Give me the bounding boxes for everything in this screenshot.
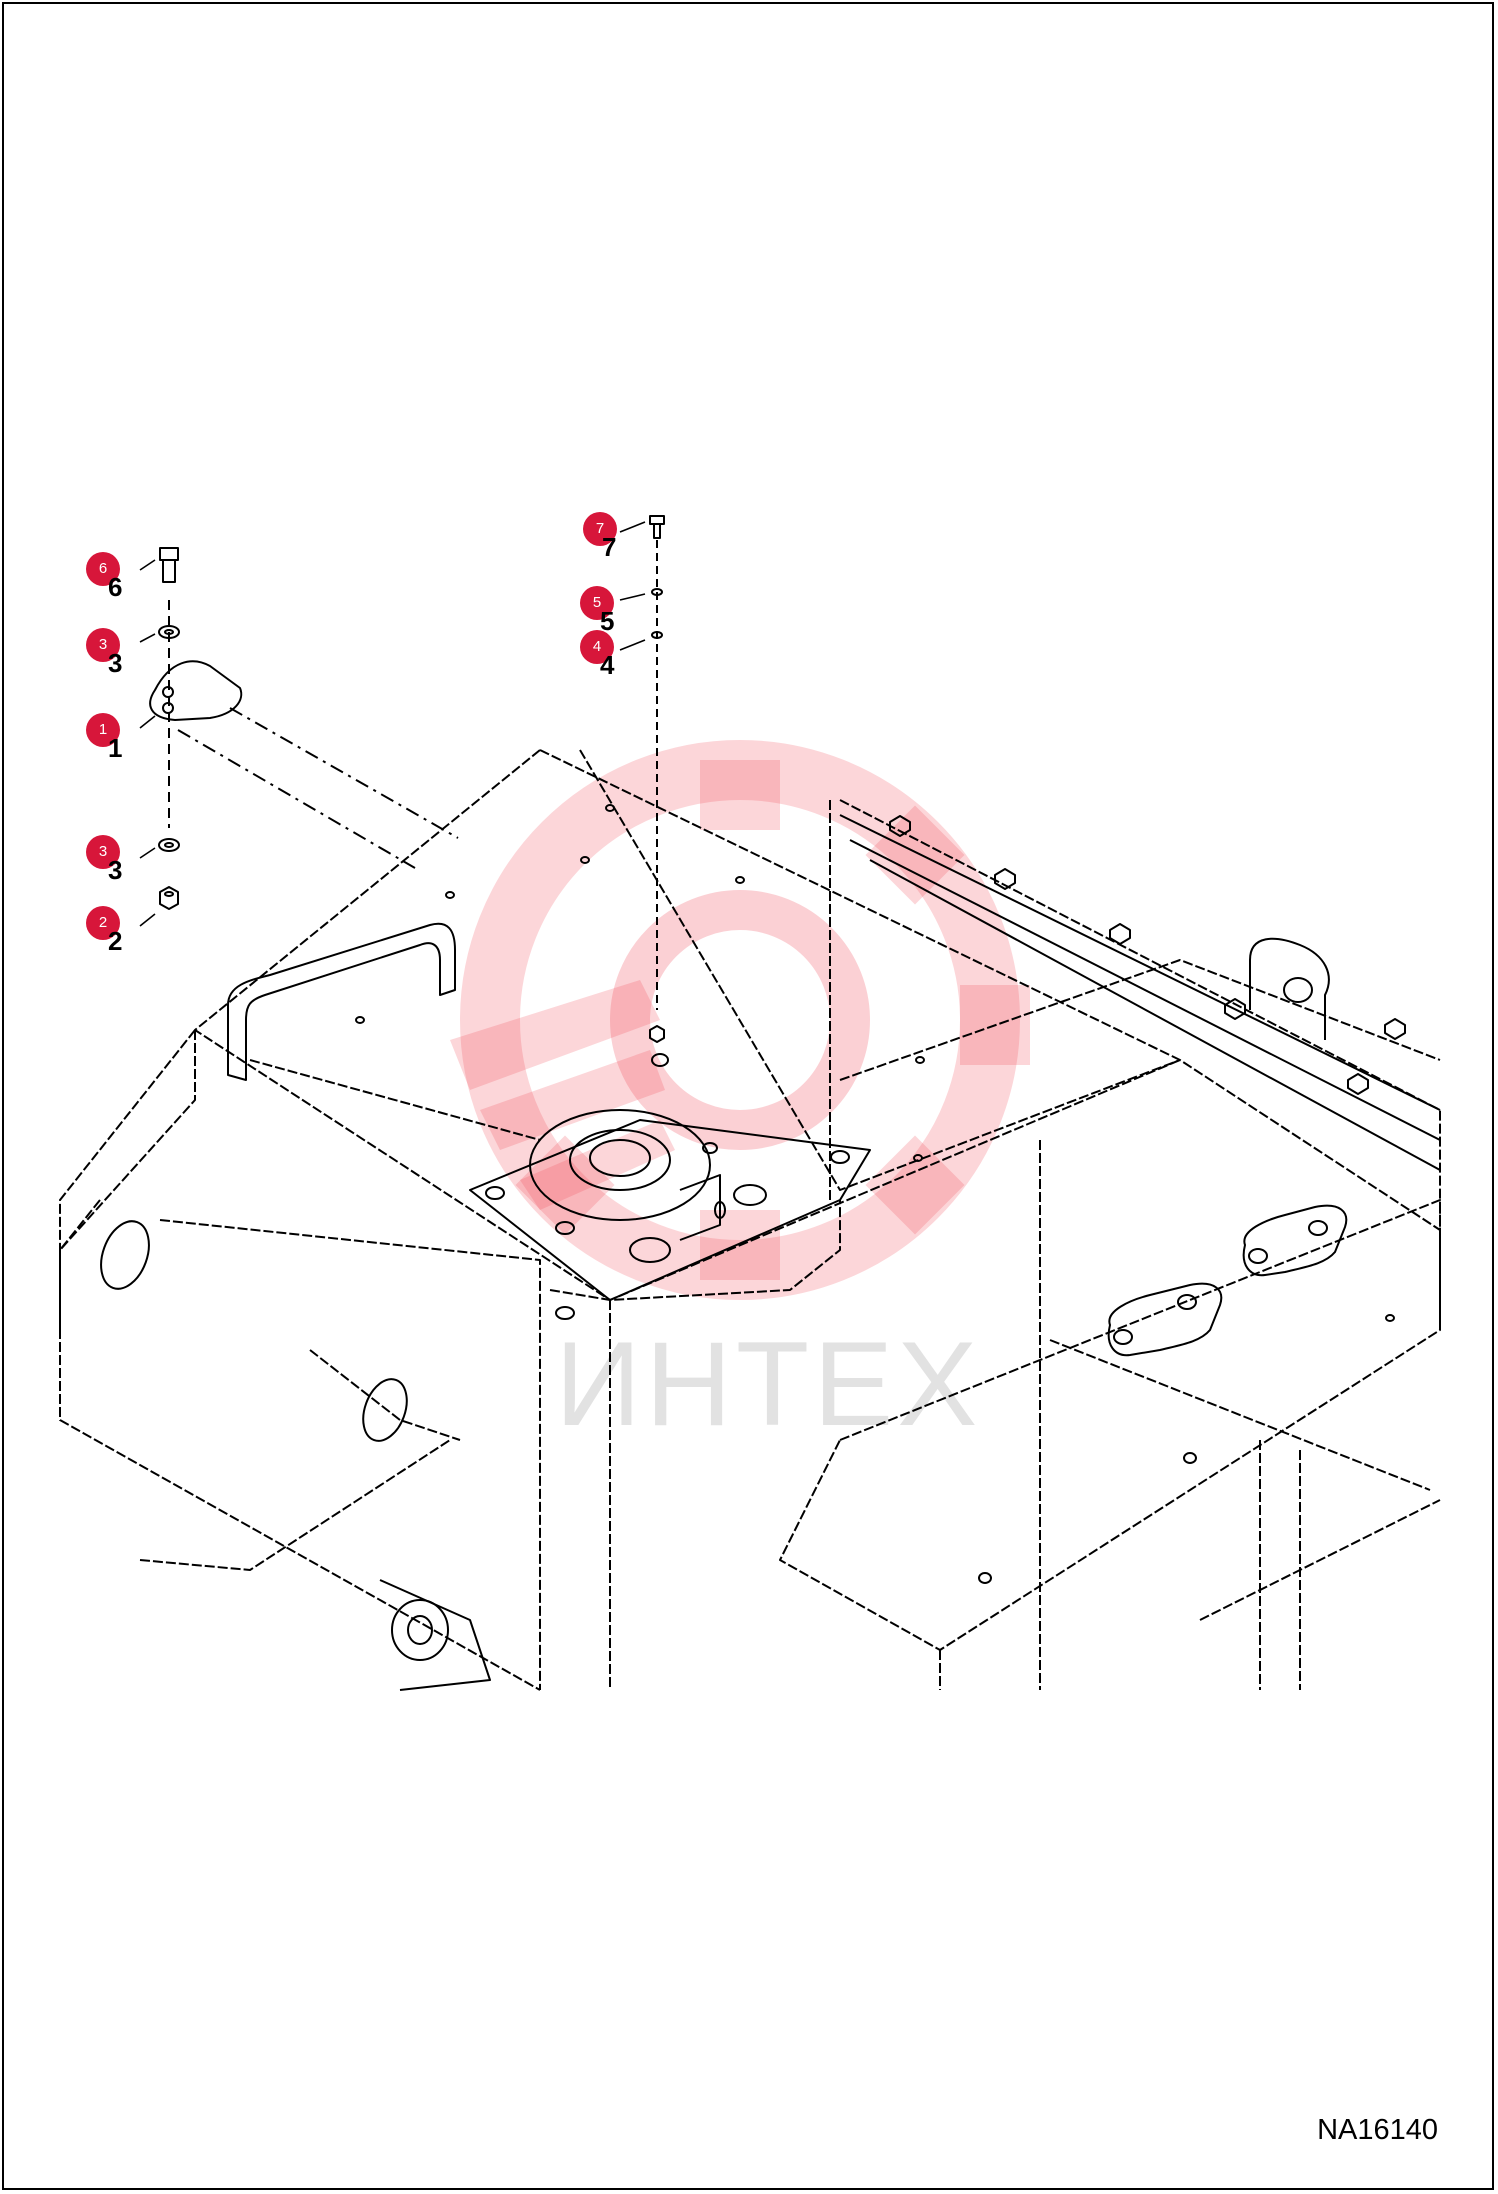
pivot-pin	[379, 1579, 491, 1691]
side-cover-plates	[1107, 1204, 1348, 1357]
callout-2: 2	[86, 906, 120, 940]
callout-3-top: 3	[86, 628, 120, 662]
flange-bearing	[469, 1109, 871, 1301]
callout-3-bottom-label: 3	[108, 855, 123, 885]
callout-6: 6	[86, 552, 120, 586]
frame-openings	[100, 1220, 408, 1442]
gear-wrench-icon	[450, 740, 1030, 1300]
plate-bolts	[485, 1053, 850, 1320]
watermark-text: ИНТЕХ	[555, 1317, 982, 1451]
callout-4-label: 4	[600, 650, 615, 680]
part-stack-left	[149, 547, 243, 910]
figure-id: NA16140	[1317, 2114, 1438, 2146]
handle	[227, 922, 456, 1081]
callout-4: 4	[580, 630, 614, 664]
callout-3-bottom: 3	[86, 835, 120, 869]
callout-7: 7	[583, 512, 617, 546]
callout-1-label: 1	[108, 733, 123, 763]
part-stack-right	[649, 515, 665, 1043]
callout-1: 1	[86, 713, 120, 747]
leader-lines	[139, 521, 646, 927]
callout-6-label: 6	[108, 572, 123, 602]
callout-3-top-label: 3	[108, 648, 123, 678]
callout-5: 5	[580, 586, 614, 620]
callout-2-label: 2	[108, 926, 123, 956]
construction-lines	[177, 707, 459, 869]
top-plate-holes	[355, 804, 1395, 1584]
callout-5-label: 5	[600, 606, 615, 636]
machine-frame	[59, 749, 1441, 1691]
top-rail	[839, 814, 1441, 1171]
lifting-eye	[1249, 937, 1330, 1040]
rail-bolts	[889, 815, 1406, 1095]
callout-7-label: 7	[602, 532, 617, 562]
